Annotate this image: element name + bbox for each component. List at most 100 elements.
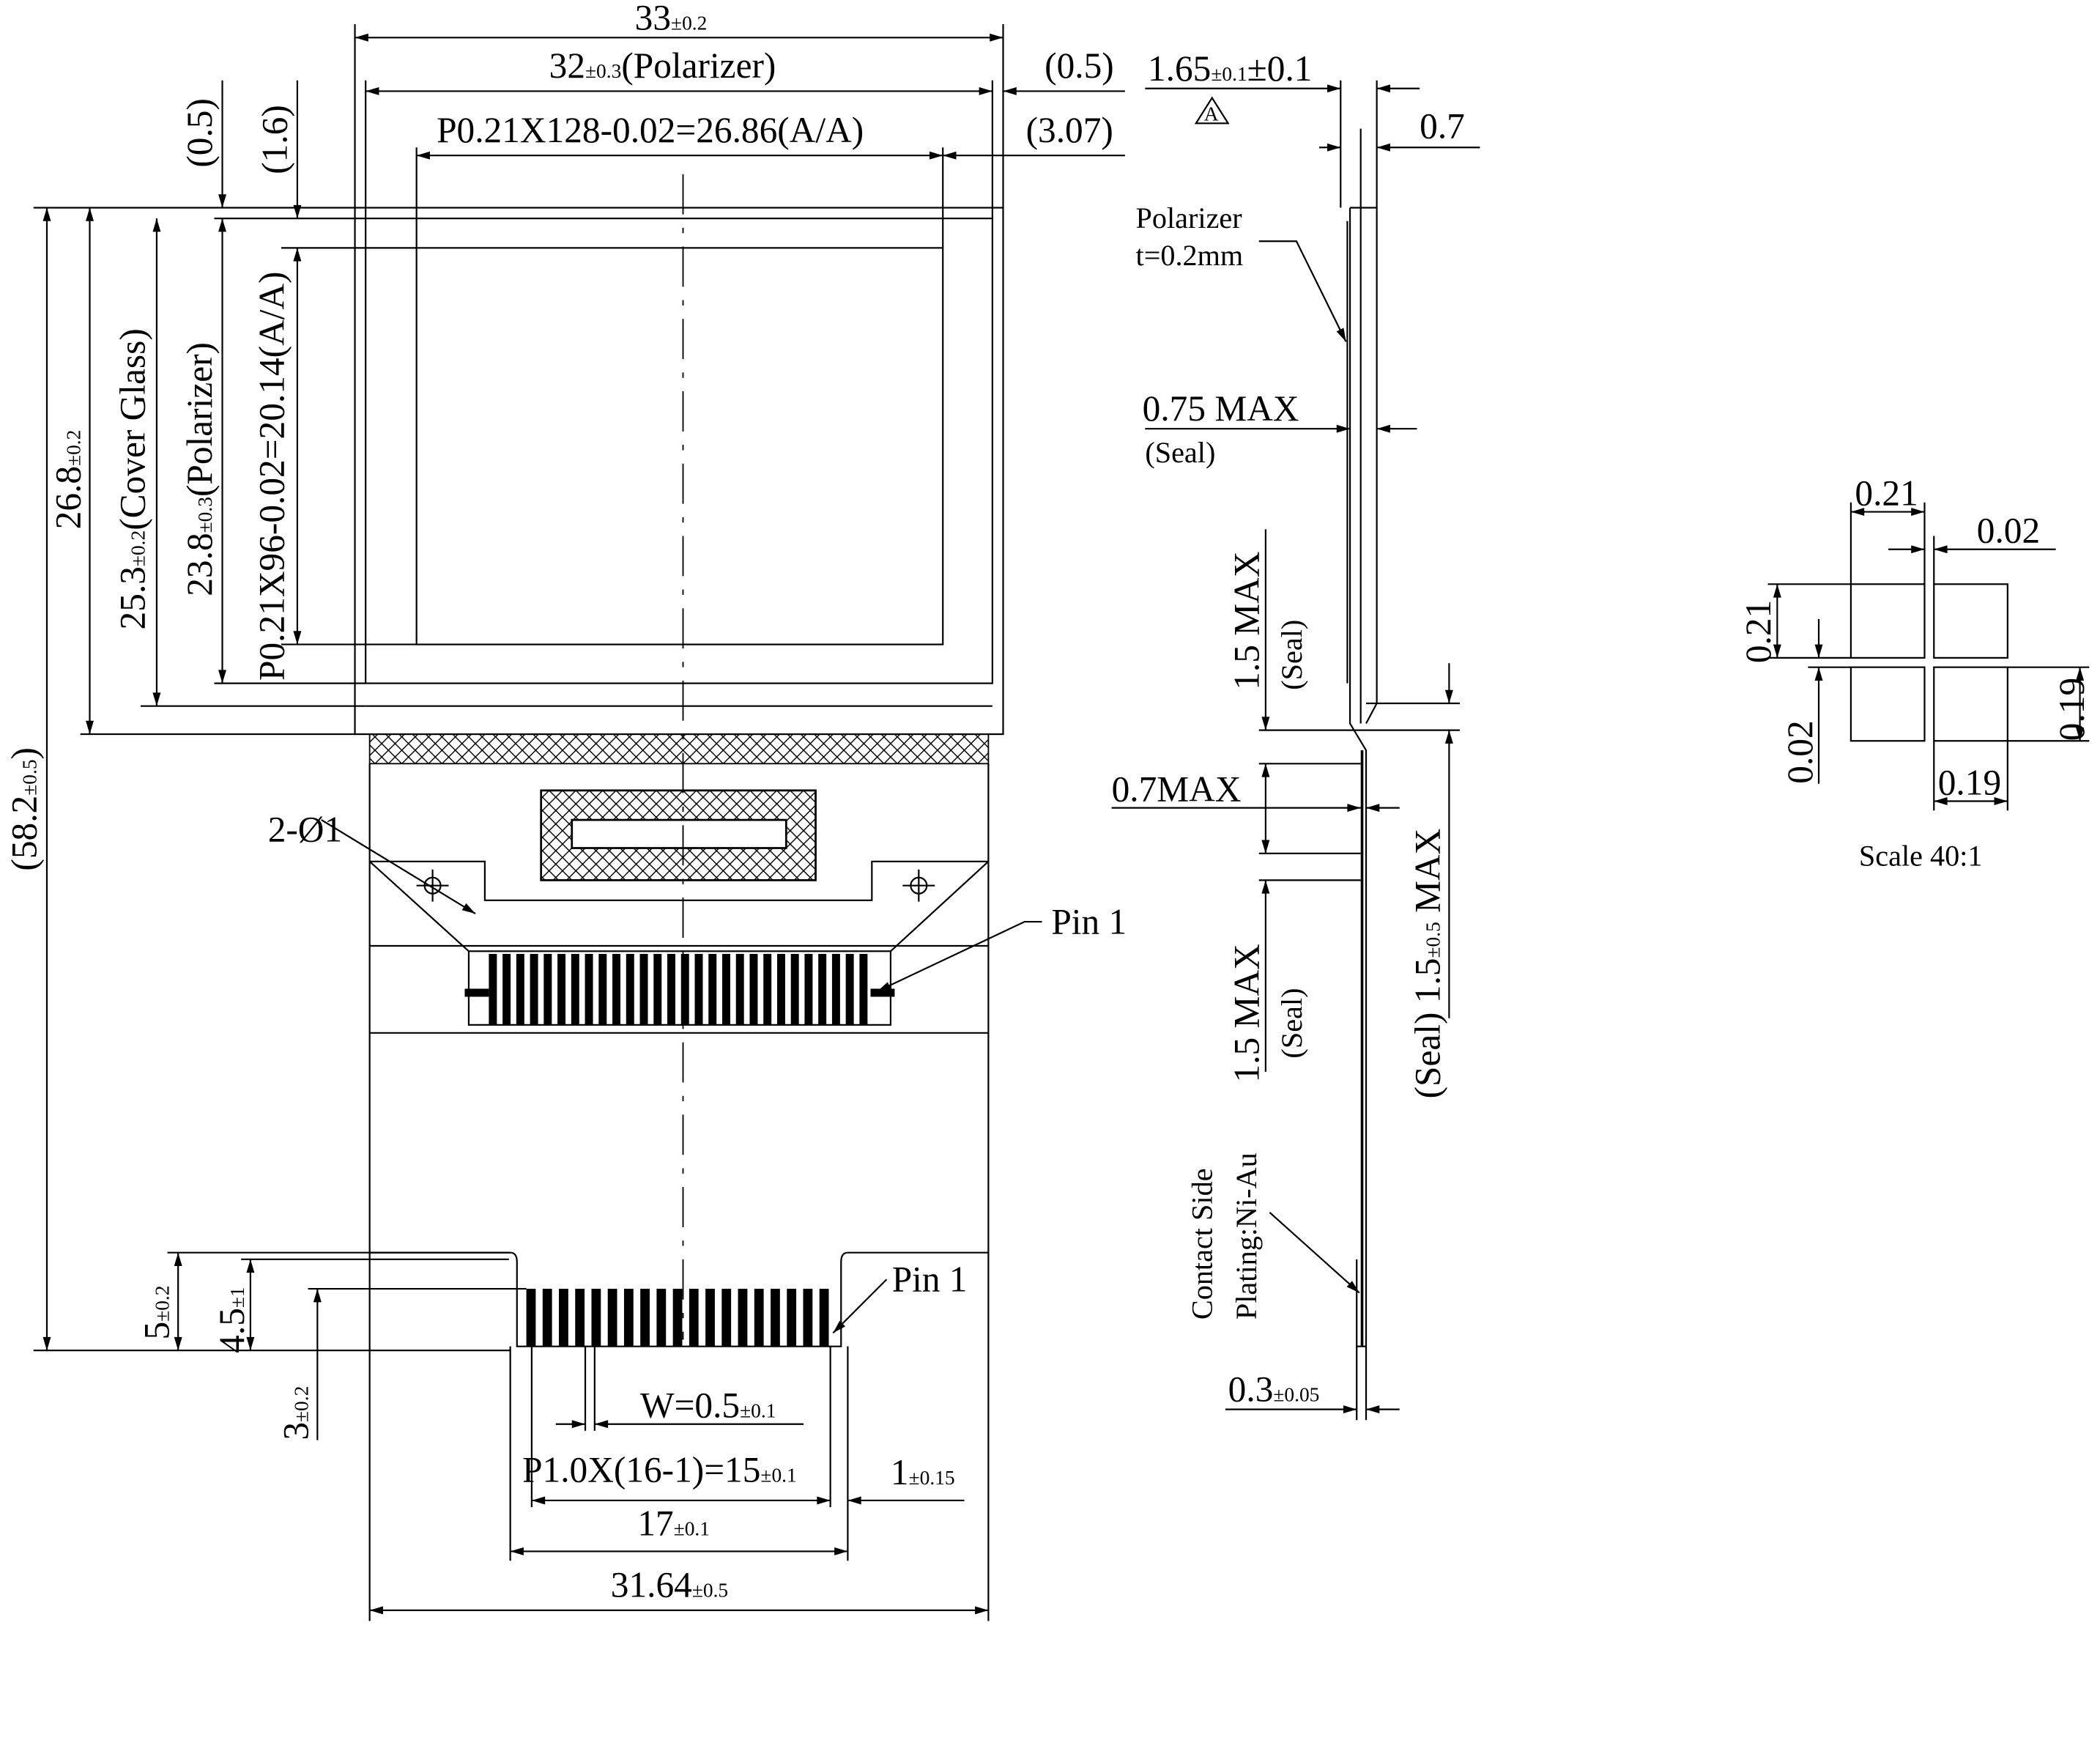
pin: [585, 953, 593, 1025]
pin: [571, 953, 579, 1025]
pin: [776, 953, 785, 1025]
active-area-outline: [415, 247, 944, 645]
dim-aa-width: P0.21X128-0.02=26.86(A/A): [437, 110, 864, 150]
label-polarizer: Polarizer: [1136, 201, 1243, 234]
pin: [653, 953, 662, 1025]
pin: [738, 1289, 748, 1347]
pin: [721, 1289, 732, 1347]
mounting-hole-left: [416, 869, 449, 902]
mounting-hole-right: [902, 869, 935, 902]
pin: [708, 953, 717, 1025]
svg-text:A: A: [1204, 103, 1219, 125]
pin: [591, 1289, 601, 1347]
front-view: [354, 174, 1004, 1347]
revision-mark: A: [1194, 96, 1230, 125]
dim-3: 3±0.2: [276, 1386, 316, 1440]
pin: [612, 953, 621, 1025]
pin: [680, 953, 689, 1025]
pin: [845, 953, 854, 1025]
pin: [819, 1289, 829, 1347]
dim-07-max: 0.7MAX: [1112, 769, 1242, 810]
pin: [489, 953, 497, 1025]
pin: [818, 953, 827, 1025]
dim-5: 5±0.2: [136, 1286, 177, 1340]
pin: [502, 953, 511, 1025]
bonding-pins: [489, 953, 868, 1025]
dim-pixel-002-top: 0.02: [1977, 511, 2040, 551]
dim-0-3: 0.3±0.05: [1228, 1369, 1320, 1410]
polarizer-outline: [365, 218, 993, 684]
pixel: [1849, 666, 1926, 742]
cover-glass-outline: [354, 207, 1004, 736]
pin: [763, 953, 772, 1025]
label-pin1-bottom: Pin 1: [892, 1259, 968, 1300]
pin: [804, 953, 813, 1025]
dim-58-2: (58.2±0.5): [4, 747, 44, 871]
pin: [526, 1289, 536, 1347]
dim-pixel-019-right: 0.19: [2052, 678, 2092, 741]
pin: [831, 953, 840, 1025]
pin: [516, 953, 524, 1025]
pin: [559, 1289, 568, 1347]
pin: [787, 1289, 797, 1347]
label-contact-side: Contact Side: [1186, 1168, 1219, 1320]
pin: [598, 953, 607, 1025]
label-holes: 2-Ø1: [268, 809, 342, 849]
label-seal-15-a: (Seal): [1275, 620, 1308, 690]
pin: [749, 953, 758, 1025]
pin: [626, 953, 634, 1025]
pin: [721, 953, 730, 1025]
dim-4-5: 4.5±1: [212, 1287, 252, 1352]
pin: [656, 1289, 667, 1347]
scale-label: Scale 40:1: [1859, 839, 1983, 872]
pin: [672, 1289, 683, 1347]
pin: [859, 953, 868, 1025]
pin: [640, 1289, 650, 1347]
pin: [623, 1289, 634, 1347]
dim-v-05: (0.5): [179, 98, 220, 168]
pin: [735, 953, 744, 1025]
dim-seal-15-a: 1.5 MAX: [1227, 552, 1267, 690]
stiffener-outline: [368, 860, 990, 952]
dim-thickness: 1.65±0.1±0.1: [1148, 48, 1312, 89]
pin: [803, 1289, 813, 1347]
dim-pin-width: W=0.5±0.1: [640, 1385, 776, 1426]
label-polarizer-thickness: t=0.2mm: [1136, 239, 1244, 272]
pixel: [1933, 583, 2008, 659]
pin: [607, 1289, 617, 1347]
pin: [705, 1289, 715, 1347]
dim-gap-05: (0.5): [1045, 45, 1114, 86]
pin: [689, 1289, 699, 1347]
pin: [575, 1289, 585, 1347]
dim-gap-307: (3.07): [1026, 110, 1113, 150]
dim-33: 33±0.2: [635, 0, 708, 37]
pixel: [1849, 583, 1926, 659]
pin: [754, 1289, 764, 1347]
dim-31-64: 31.64±0.5: [611, 1565, 728, 1605]
pin: [771, 1289, 780, 1347]
dim-pixel-019-bottom: 0.19: [1938, 762, 2001, 802]
pin: [639, 953, 648, 1025]
pixel-detail: 0.21 0.02 0.21 0.02 0.19 0.19 Scale 40:1: [1738, 473, 2092, 872]
dim-32-polarizer: 32±0.3(Polarizer): [549, 45, 776, 86]
label-pin1-top: Pin 1: [1051, 902, 1127, 942]
dim-pixel-021-left: 0.21: [1738, 600, 1778, 663]
dim-pixel-021-top: 0.21: [1855, 473, 1918, 513]
dim-edge-1: 1±0.15: [891, 1452, 955, 1492]
pin: [530, 953, 538, 1025]
dim-v-16: (1.6): [254, 105, 294, 174]
dim-0-7: 0.7: [1420, 106, 1465, 146]
pin1-marker-left: [464, 988, 489, 997]
pin: [694, 953, 703, 1025]
dim-aa-height: P0.21X96-0.02=20.14(A/A): [252, 272, 292, 681]
dim-pixel-002-left: 0.02: [1780, 720, 1820, 783]
label-plating: Plating:Ni-Au: [1230, 1152, 1263, 1320]
dim-26-8: 26.8±0.2: [48, 430, 89, 530]
pixel: [1933, 666, 2008, 742]
dim-23-8-polarizer: 23.8±0.3(Polarizer): [179, 342, 220, 596]
pin: [543, 953, 552, 1025]
dim-pitch: P1.0X(16-1)=15±0.1: [522, 1449, 797, 1489]
pin: [542, 1289, 552, 1347]
seal-hatch: [368, 733, 990, 765]
